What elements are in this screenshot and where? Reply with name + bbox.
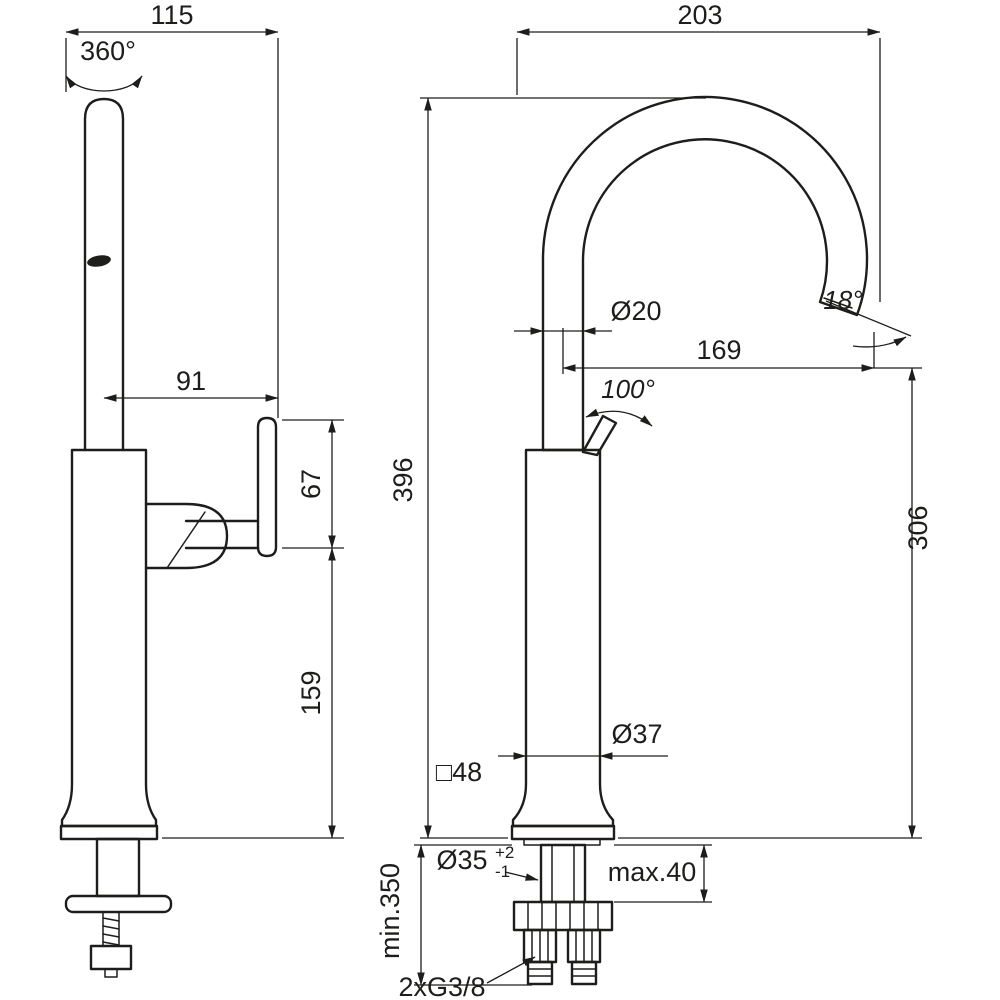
outlet-angle-ref-line (825, 300, 912, 337)
outlet-angle-arc (852, 336, 907, 348)
dim-outlet-height: 306 (618, 367, 933, 839)
dim-hole-diameter-leader (504, 871, 539, 881)
base-plate-side (59, 824, 159, 841)
dim-body-height: 159 (162, 547, 344, 839)
hose-left-fitting-lines (527, 968, 553, 977)
dim-tube-diameter-label: Ø20 (610, 296, 661, 326)
dim-spout-span: 203 (516, 0, 881, 302)
dim-swivel-angle: 360° (65, 36, 143, 92)
dim-max-deck-label: max.40 (608, 857, 697, 887)
dim-top-width-label: 115 (150, 0, 193, 30)
dim-total-height-label: 396 (388, 457, 418, 502)
hose-left-braiding (531, 929, 549, 963)
faucet-body-side (60, 448, 158, 828)
dim-top-width: 115 (65, 0, 279, 418)
dim-body-diameter: Ø37 (498, 719, 668, 760)
dim-outlet-angle-label: 18° (823, 285, 862, 315)
mounting-nut-front (512, 900, 614, 932)
dim-tube-diameter: Ø20 (514, 296, 662, 335)
faucet-body-front (511, 448, 615, 828)
dim-hole-diameter: Ø35 +2 -1 (436, 843, 539, 881)
dim-handle-height: 67 (282, 419, 344, 549)
dim-hole-diameter-label: Ø35 (436, 845, 487, 875)
dim-hole-tolerance-minus: -1 (495, 862, 510, 881)
cartridge-dome (144, 502, 229, 570)
gooseneck-spout (541, 95, 869, 452)
dim-handle-height-label: 67 (296, 469, 326, 499)
hose-left-fitting (526, 960, 554, 986)
dim-hole-tolerance-plus: +2 (495, 843, 514, 862)
rod-tip (104, 968, 118, 978)
spout-mouth-line (823, 297, 853, 309)
dim-outlet-angle: 18° (823, 285, 912, 348)
dim-base-square: □48 (436, 757, 482, 787)
dim-body-height-label: 159 (296, 670, 326, 715)
dim-total-height: 396 (388, 97, 706, 839)
mounting-shank-side (95, 837, 141, 898)
dim-handle-reach: 91 (103, 366, 279, 402)
aerator-outlet (87, 255, 111, 267)
dim-connection-leader (486, 956, 536, 984)
front-view (510, 95, 869, 986)
dim-handle-angle: 100° (585, 374, 655, 427)
dim-spout-span-label: 203 (677, 0, 722, 30)
dim-handle-angle-label: 100° (601, 374, 655, 404)
rod-threads (102, 917, 120, 946)
swivel-arc (65, 75, 143, 92)
dim-min-hose: min.350 (375, 844, 532, 986)
handle-grip (256, 416, 278, 558)
spout-tube (83, 97, 125, 452)
hose-right-braiding (575, 929, 593, 963)
dim-base-square-label: □48 (436, 757, 482, 787)
dim-spout-reach-label: 169 (696, 335, 741, 365)
hose-right-fitting-lines (571, 968, 597, 977)
horseshoe-washer (64, 894, 173, 914)
nut-facets (527, 901, 599, 931)
dim-connection-label: 2xG3/8 (398, 972, 485, 1000)
mounting-hardware-side (64, 837, 173, 978)
mounting-nut-side (89, 944, 133, 971)
side-view (59, 97, 278, 978)
dim-handle-reach-label: 91 (176, 366, 206, 396)
handle-angle-arc (585, 408, 653, 427)
mounting-hardware-front (512, 843, 614, 986)
dim-min-hose-label: min.350 (375, 863, 405, 959)
dim-connection: 2xG3/8 (398, 956, 536, 1000)
dim-spout-reach: 169 (562, 328, 922, 374)
base-plate-front (510, 824, 616, 841)
shank-inner-lines (551, 844, 575, 903)
dim-outlet-height-label: 306 (903, 505, 933, 550)
mounting-shank-front (539, 843, 587, 904)
dim-swivel-angle-label: 360° (80, 36, 136, 66)
handle-arm (184, 519, 260, 550)
dim-max-deck: max.40 (608, 844, 712, 903)
hose-right-fitting (570, 960, 598, 986)
dim-body-diameter-label: Ø37 (611, 719, 662, 749)
